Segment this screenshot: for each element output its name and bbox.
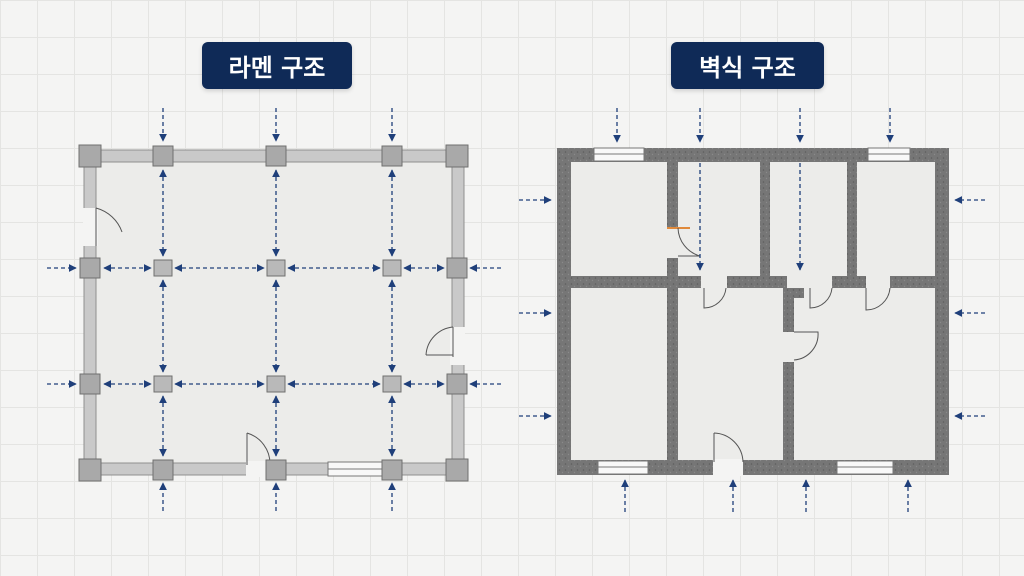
wall-door-swings bbox=[677, 227, 891, 361]
frame-interior-column bbox=[382, 375, 402, 393]
frame-interior-column bbox=[153, 259, 173, 277]
frame-interior-column bbox=[382, 259, 402, 277]
wall-inner-horizontal-3 bbox=[727, 276, 787, 288]
frame-column bbox=[79, 257, 101, 279]
wall-window-bottom-right bbox=[836, 460, 894, 475]
wall-floor bbox=[557, 148, 949, 475]
frame-column bbox=[446, 257, 468, 279]
frame-plan bbox=[47, 108, 501, 511]
wall-outer-top bbox=[557, 148, 949, 162]
frame-column bbox=[381, 145, 403, 167]
frame-column bbox=[381, 459, 403, 481]
wall-inner-vertical-5 bbox=[783, 288, 794, 332]
wall-inner-vertical-3 bbox=[760, 162, 770, 276]
wall-inner-vertical-6 bbox=[783, 362, 794, 460]
frame-column bbox=[445, 458, 469, 482]
frame-floor bbox=[95, 158, 457, 468]
wall-outer-left bbox=[557, 148, 571, 475]
wall-structure-title: 벽식 구조 bbox=[671, 42, 824, 89]
frame-column bbox=[445, 144, 469, 168]
frame-door-left bbox=[83, 207, 123, 246]
frame-interior-column bbox=[266, 259, 286, 277]
frame-beam-left bbox=[83, 149, 97, 476]
frame-door-right bbox=[425, 326, 465, 365]
wall-door-bottom bbox=[713, 432, 744, 476]
wall-inner-horizontal-2 bbox=[677, 276, 701, 288]
frame-column bbox=[265, 459, 287, 481]
wall-window-top-left bbox=[593, 147, 645, 162]
wall-inner-vertical-1 bbox=[667, 162, 678, 228]
wall-load-arrows bbox=[519, 108, 985, 512]
wall-window-bottom-left bbox=[597, 460, 649, 475]
wall-inner-horizontal-1 bbox=[571, 276, 677, 288]
frame-beam-right bbox=[451, 149, 465, 476]
frame-structure-title: 라멘 구조 bbox=[202, 42, 352, 89]
wall-inner-vertical-2 bbox=[667, 258, 678, 460]
wall-window-top-right bbox=[867, 147, 911, 162]
wall-inner-horizontal-5 bbox=[890, 276, 935, 288]
wall-plan bbox=[519, 108, 985, 512]
wall-outer-right bbox=[935, 148, 949, 475]
frame-columns bbox=[78, 144, 469, 482]
frame-column bbox=[152, 145, 174, 167]
frame-column bbox=[78, 144, 102, 168]
wall-inner-vertical-4 bbox=[847, 162, 857, 276]
frame-column bbox=[152, 459, 174, 481]
frame-column bbox=[265, 145, 287, 167]
wall-inner-stub bbox=[794, 288, 804, 298]
frame-interior-column bbox=[266, 375, 286, 393]
frame-interior-column bbox=[153, 375, 173, 393]
frame-column bbox=[78, 458, 102, 482]
wall-inner-horizontal-4 bbox=[832, 276, 866, 288]
frame-window-bottom bbox=[327, 461, 385, 477]
frame-column bbox=[446, 373, 468, 395]
frame-column bbox=[79, 373, 101, 395]
frame-door-bottom bbox=[246, 432, 271, 477]
frame-load-arrows bbox=[47, 108, 501, 511]
